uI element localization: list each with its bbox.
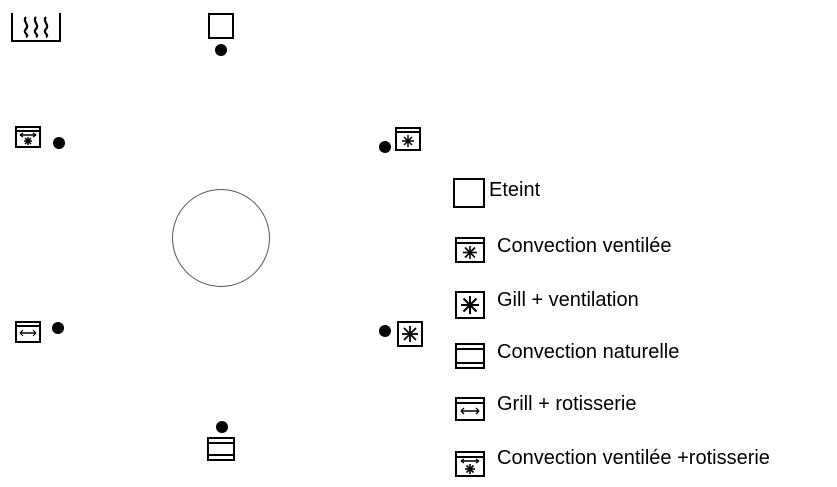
off-square-icon	[453, 178, 485, 208]
legend-label-convection-ventilee: Convection ventilée	[497, 235, 672, 257]
legend-label-grill-rotisserie: Grill + rotisserie	[497, 393, 637, 415]
fan-rotisserie-icon	[455, 451, 485, 477]
dial-position-dot	[52, 322, 64, 334]
fan-icon	[397, 321, 423, 347]
heat-waves-icon	[11, 13, 61, 42]
top-bottom-element-icon	[455, 343, 485, 369]
grill-rotisserie-icon	[15, 321, 41, 343]
oven-dial-knob[interactable]	[172, 189, 270, 287]
fan-top-element-icon	[455, 237, 485, 263]
top-bottom-element-icon	[207, 437, 235, 461]
legend-label-eteint: Eteint	[489, 179, 541, 201]
dial-position-dot	[53, 137, 65, 149]
legend-label-convection-ventilee-rotisserie: Convection ventilée +rotisserie	[497, 447, 770, 469]
dial-position-dot	[379, 325, 391, 337]
legend-label-gill-ventilation: Gill + ventilation	[497, 289, 639, 311]
legend-label-convection-naturelle: Convection naturelle	[497, 341, 680, 363]
off-square-icon	[208, 13, 234, 39]
dial-position-dot	[215, 44, 227, 56]
dial-position-dot	[216, 421, 228, 433]
fan-rotisserie-icon	[15, 126, 41, 148]
grill-rotisserie-icon	[455, 397, 485, 421]
dial-position-dot	[379, 141, 391, 153]
fan-icon	[455, 291, 485, 319]
fan-top-element-icon	[395, 127, 421, 151]
